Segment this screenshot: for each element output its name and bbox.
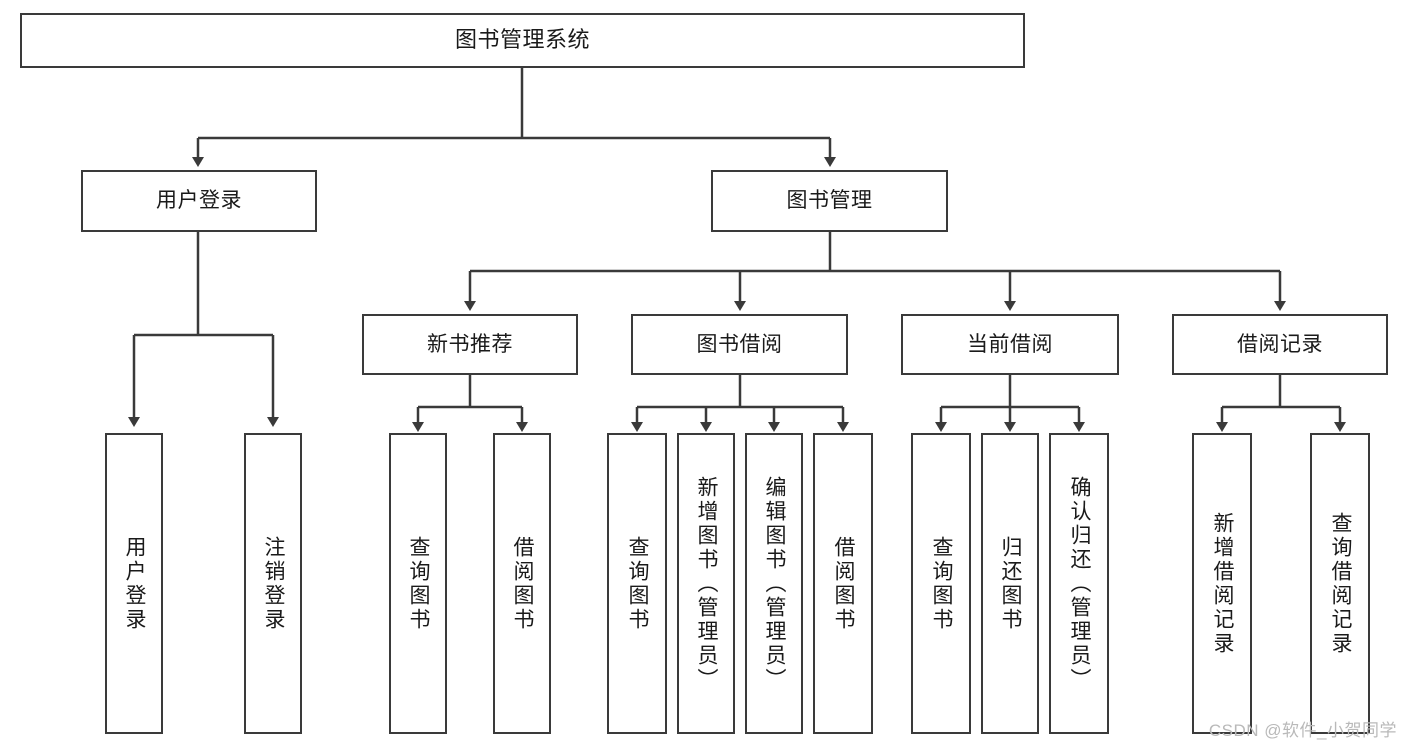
node-label: 编辑图书（管理员） <box>763 475 787 692</box>
watermark: CSDN @软件_小贺同学 <box>1208 721 1397 740</box>
leaf-add-book-admin[interactable]: 新增图书（管理员） <box>677 433 735 734</box>
leaf-borrow-book-recommend[interactable]: 借阅图书 <box>493 433 551 734</box>
node-label: 新增图书（管理员） <box>695 475 719 692</box>
leaf-query-borrow-record[interactable]: 查询借阅记录 <box>1310 433 1370 734</box>
leaf-query-book-recommend[interactable]: 查询图书 <box>389 433 447 734</box>
node-label: 查询借阅记录 <box>1329 511 1353 656</box>
node-label: 借阅图书 <box>832 535 856 632</box>
node-label: 确认归还（管理员） <box>1068 475 1092 692</box>
node-label: 注销登录 <box>262 535 286 632</box>
leaf-edit-book-admin[interactable]: 编辑图书（管理员） <box>745 433 803 734</box>
node-current-borrow[interactable]: 当前借阅 <box>901 314 1119 375</box>
leaf-query-book-borrow[interactable]: 查询图书 <box>607 433 667 734</box>
leaf-add-borrow-record[interactable]: 新增借阅记录 <box>1192 433 1252 734</box>
node-book-borrow[interactable]: 图书借阅 <box>631 314 848 375</box>
node-label: 用户登录 <box>123 535 147 632</box>
node-label: 图书借阅 <box>696 332 783 356</box>
node-label: 归还图书 <box>999 535 1023 632</box>
node-label: 查询图书 <box>930 535 954 632</box>
node-label: 新增借阅记录 <box>1211 511 1235 656</box>
node-book-management[interactable]: 图书管理 <box>711 170 948 232</box>
leaf-user-logout[interactable]: 注销登录 <box>244 433 302 734</box>
node-new-book-recommend[interactable]: 新书推荐 <box>362 314 578 375</box>
node-label: 查询图书 <box>407 535 431 632</box>
leaf-confirm-return-admin[interactable]: 确认归还（管理员） <box>1049 433 1109 734</box>
leaf-borrow-book[interactable]: 借阅图书 <box>813 433 873 734</box>
leaf-return-book[interactable]: 归还图书 <box>981 433 1039 734</box>
node-label: 用户登录 <box>156 189 242 213</box>
node-borrow-record[interactable]: 借阅记录 <box>1172 314 1388 375</box>
leaf-query-book-current[interactable]: 查询图书 <box>911 433 971 734</box>
node-label: 图书管理系统 <box>454 27 590 53</box>
node-user-login[interactable]: 用户登录 <box>81 170 317 232</box>
node-label: 查询图书 <box>626 535 650 632</box>
node-label: 借阅图书 <box>511 535 535 632</box>
node-label: 新书推荐 <box>427 332 513 356</box>
node-root-system[interactable]: 图书管理系统 <box>20 13 1025 68</box>
node-label: 图书管理 <box>786 189 873 213</box>
node-label: 当前借阅 <box>967 332 1053 356</box>
node-label: 借阅记录 <box>1237 332 1323 356</box>
leaf-user-login[interactable]: 用户登录 <box>105 433 163 734</box>
